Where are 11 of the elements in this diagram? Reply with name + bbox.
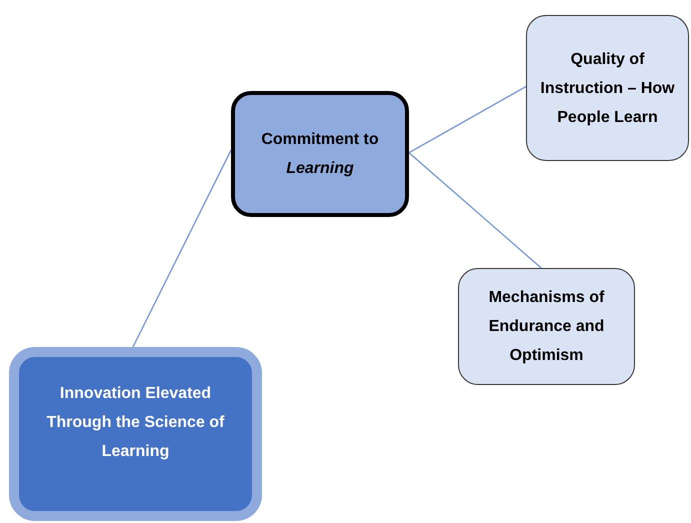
topic-box xyxy=(231,91,409,217)
topic-text: Quality of Instruction – How People Learn xyxy=(539,50,676,128)
connector-line xyxy=(408,86,526,154)
topic-box xyxy=(458,268,635,385)
topic-text: Mechanisms of Endurance and Optimism xyxy=(488,288,606,366)
topic-box xyxy=(526,15,689,161)
topic-box xyxy=(9,347,262,521)
topic-text: Commitment to Learning xyxy=(260,130,380,179)
connector-line xyxy=(408,152,542,268)
topic-text: Innovation Elevated Through the Science of Learning xyxy=(46,384,226,462)
connector-line xyxy=(132,150,232,348)
